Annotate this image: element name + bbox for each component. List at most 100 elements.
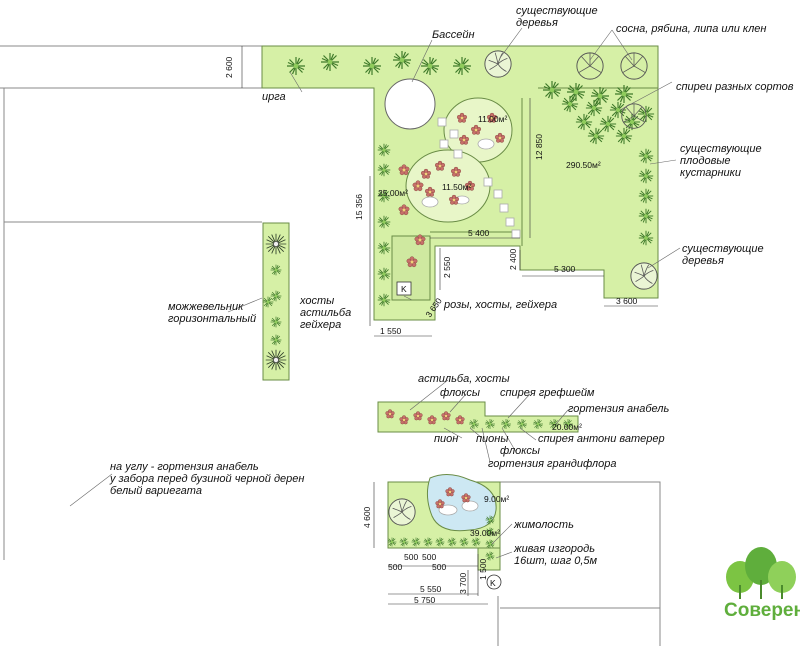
shrub-icon bbox=[286, 56, 306, 76]
area-lawn: 290.50м² bbox=[566, 160, 601, 170]
label-spirea: спиреи разных сортов bbox=[676, 81, 794, 93]
area-bed-2: 11.50м² bbox=[442, 182, 471, 192]
shrub-icon bbox=[420, 56, 440, 76]
shrub-icon bbox=[377, 163, 391, 177]
dim-5400: 5 400 bbox=[468, 228, 490, 238]
dim-2550: 2 550 bbox=[442, 256, 452, 278]
area-bed-1: 11.00м² bbox=[478, 114, 507, 124]
juniper-icon bbox=[265, 349, 287, 371]
shrub-icon bbox=[638, 148, 654, 164]
shrub-icon bbox=[399, 537, 409, 547]
leader-lines bbox=[69, 27, 681, 559]
label-pool: Бассейн bbox=[432, 29, 475, 41]
area-bed-5: 20.00м² bbox=[552, 422, 582, 432]
dimension-lines bbox=[241, 46, 658, 605]
shrub-icon bbox=[270, 334, 282, 346]
shrub-icon bbox=[262, 296, 274, 308]
tree-icon bbox=[388, 498, 416, 526]
dim-500-d: 500 bbox=[432, 562, 446, 572]
shrub-icon bbox=[614, 84, 634, 104]
shrub-icon bbox=[587, 127, 605, 145]
tree-icon bbox=[484, 50, 512, 78]
shrub-icon bbox=[638, 168, 654, 184]
svg-text:K: K bbox=[490, 578, 496, 588]
label-spirea-grefsheim: спирея грефшейм bbox=[500, 387, 595, 399]
marker-k-1: K bbox=[396, 281, 412, 296]
shrub-icon bbox=[377, 215, 391, 229]
dim-500-a: 500 bbox=[404, 552, 418, 562]
shrub-icon bbox=[638, 188, 654, 204]
shrub-icon bbox=[485, 515, 495, 525]
shrub-icon bbox=[270, 290, 282, 302]
dim-1500: 1 500 bbox=[478, 558, 488, 580]
shrub-icon bbox=[471, 537, 481, 547]
dim-5550: 5 550 bbox=[420, 584, 442, 594]
shrub-icon bbox=[377, 293, 391, 307]
area-bed-3: 25.00м² bbox=[378, 188, 408, 198]
label-astilbe-hosta: астильба, хосты bbox=[418, 373, 510, 385]
shrub-icon bbox=[468, 418, 480, 430]
stepping-stones bbox=[421, 117, 521, 516]
shrub-icon bbox=[435, 537, 445, 547]
dim-5750: 5 750 bbox=[414, 595, 436, 605]
tree-icon bbox=[630, 262, 658, 290]
shrub-icon bbox=[447, 537, 457, 547]
label-peonies: пионы bbox=[476, 433, 508, 445]
shrub-icon bbox=[599, 115, 617, 133]
shrub-icon bbox=[387, 537, 397, 547]
label-roses: розы, хосты, гейхера bbox=[443, 299, 557, 311]
dim-500-b: 500 bbox=[422, 552, 436, 562]
shrub-icon bbox=[484, 418, 496, 430]
dim-3700: 3 700 bbox=[458, 572, 468, 594]
company-logo: Соверен bbox=[724, 547, 800, 621]
dim-4600: 4 600 bbox=[362, 506, 372, 528]
label-peony: пион bbox=[434, 433, 458, 445]
dim-3600: 3 600 bbox=[616, 296, 638, 306]
shrub-icon bbox=[377, 267, 391, 281]
pool bbox=[384, 78, 436, 130]
shrub-icon bbox=[615, 127, 633, 145]
shrub-icon bbox=[377, 143, 391, 157]
dim-2600: 2 600 bbox=[224, 56, 234, 78]
shrub-icon bbox=[411, 537, 421, 547]
shrub-icon bbox=[575, 113, 593, 131]
svg-text:K: K bbox=[401, 284, 407, 294]
label-irga: ирга bbox=[262, 91, 286, 103]
shrub-icon bbox=[561, 95, 579, 113]
shrub-icon bbox=[532, 418, 544, 430]
label-phlox-2: флоксы bbox=[500, 445, 540, 457]
label-spirea-anthony: спирея антони ватерер bbox=[538, 433, 665, 445]
shrub-icon bbox=[392, 50, 412, 70]
shrub-icon bbox=[585, 99, 603, 117]
area-bed-7: 39.00м² bbox=[470, 528, 500, 538]
shrub-icon bbox=[423, 537, 433, 547]
shrub-icon bbox=[638, 208, 654, 224]
logo-name: Соверен bbox=[724, 600, 800, 621]
shrub-icon bbox=[362, 56, 382, 76]
label-hydrangea-annabelle: гортензия анабель bbox=[568, 403, 669, 415]
shrub-icon bbox=[270, 316, 282, 328]
dim-12850: 12 850 bbox=[534, 134, 544, 160]
juniper-icon bbox=[265, 233, 287, 255]
shrub-icon bbox=[542, 80, 562, 100]
shrub-icon bbox=[638, 230, 654, 246]
dim-15356: 15 356 bbox=[354, 194, 364, 220]
shrub-icon bbox=[516, 418, 528, 430]
boundary-lines bbox=[0, 45, 661, 646]
shrub-icon bbox=[452, 56, 472, 76]
shrub-icon bbox=[320, 52, 340, 72]
label-pine: сосна, рябина, липа или клен bbox=[616, 23, 766, 35]
shrub-icon bbox=[485, 539, 495, 549]
label-honeysuckle: жимолость bbox=[513, 519, 574, 531]
dim-5300: 5 300 bbox=[554, 264, 576, 274]
dim-500-c: 500 bbox=[388, 562, 402, 572]
marker-k-2: K bbox=[486, 574, 502, 590]
shrub-icon bbox=[500, 418, 512, 430]
shrub-icon bbox=[459, 537, 469, 547]
